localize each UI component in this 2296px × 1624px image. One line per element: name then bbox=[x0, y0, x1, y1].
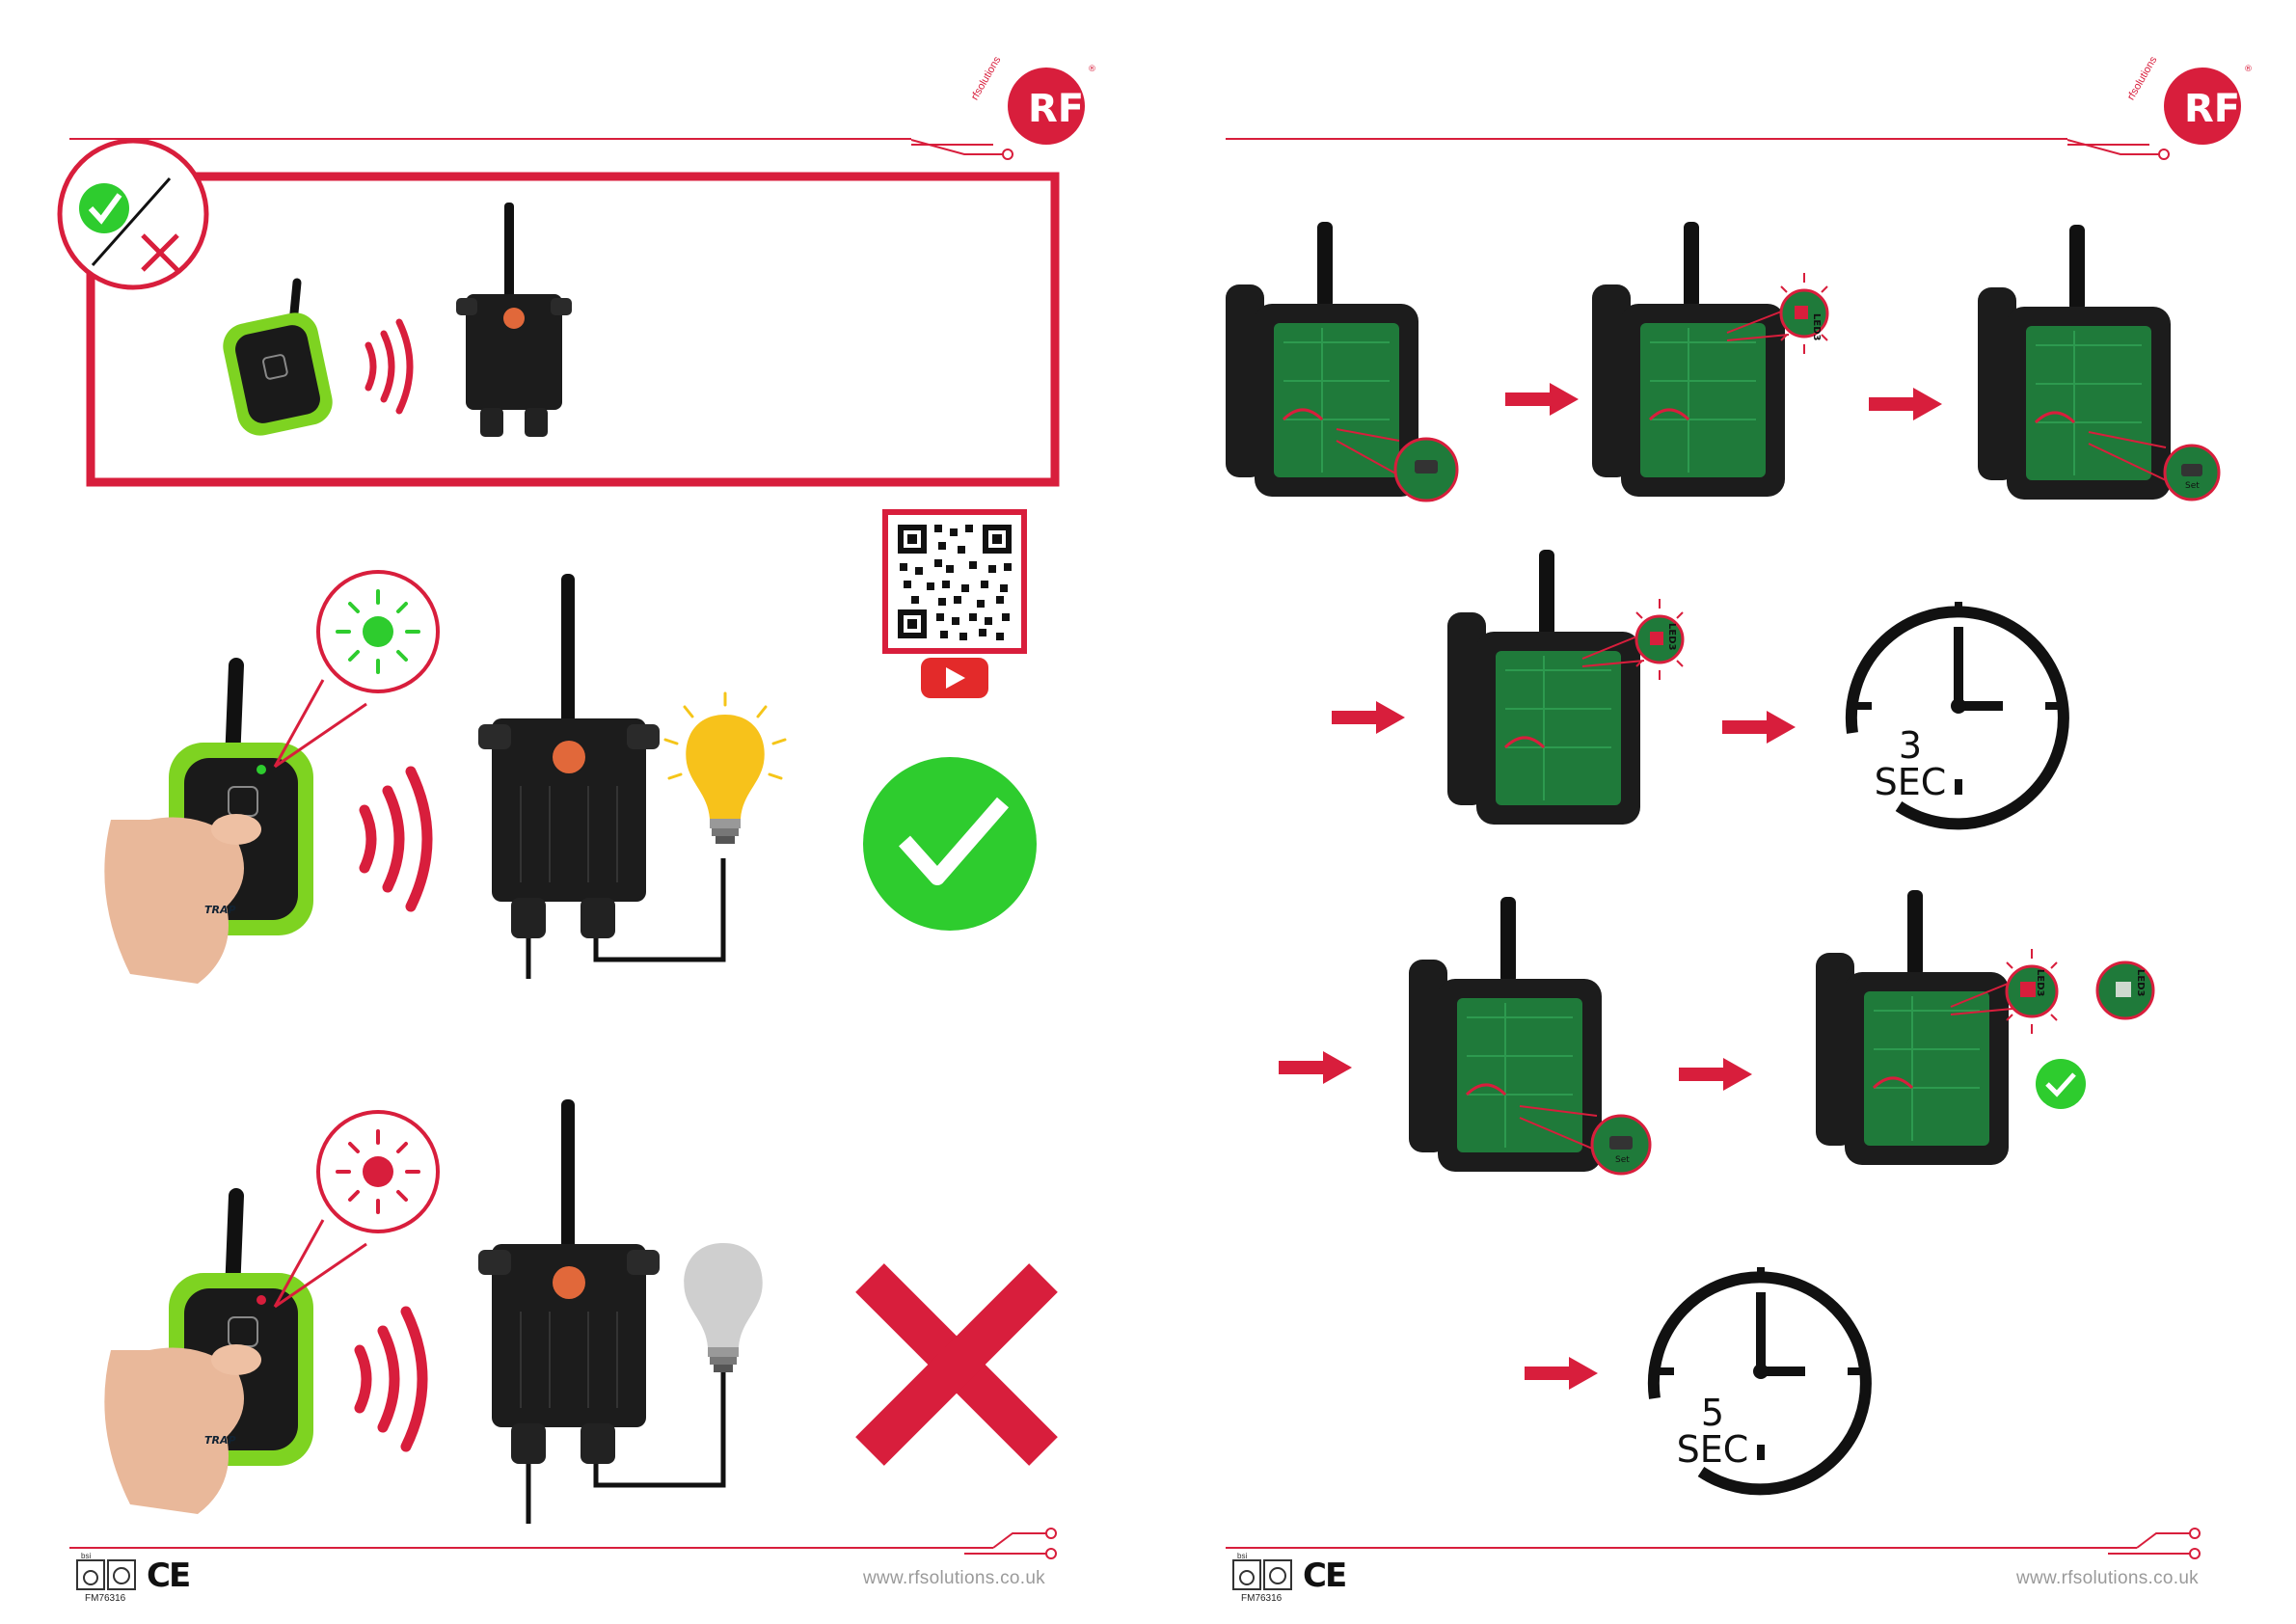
website-link[interactable]: www.rfsolutions.co.uk bbox=[2016, 1568, 2199, 1589]
form-code: FM76316 bbox=[85, 1593, 125, 1604]
bsi-label: bsi bbox=[81, 1552, 91, 1560]
bsi-cert-icon bbox=[75, 1556, 143, 1595]
bsi-cert-icon bbox=[1231, 1556, 1299, 1595]
form-code: FM76316 bbox=[1241, 1593, 1282, 1604]
footer-rule bbox=[0, 0, 1148, 1624]
ce-mark: CE bbox=[1303, 1556, 1345, 1595]
website-link[interactable]: www.rfsolutions.co.uk bbox=[863, 1568, 1045, 1589]
footer-rule bbox=[1148, 0, 2296, 1624]
ce-mark: CE bbox=[147, 1556, 189, 1595]
right-page: RF ® rfsolutions Set LED3 bbox=[1148, 0, 2296, 1624]
bsi-label: bsi bbox=[1237, 1552, 1247, 1560]
left-page: RF ® rfsolutions bbox=[0, 0, 1148, 1624]
